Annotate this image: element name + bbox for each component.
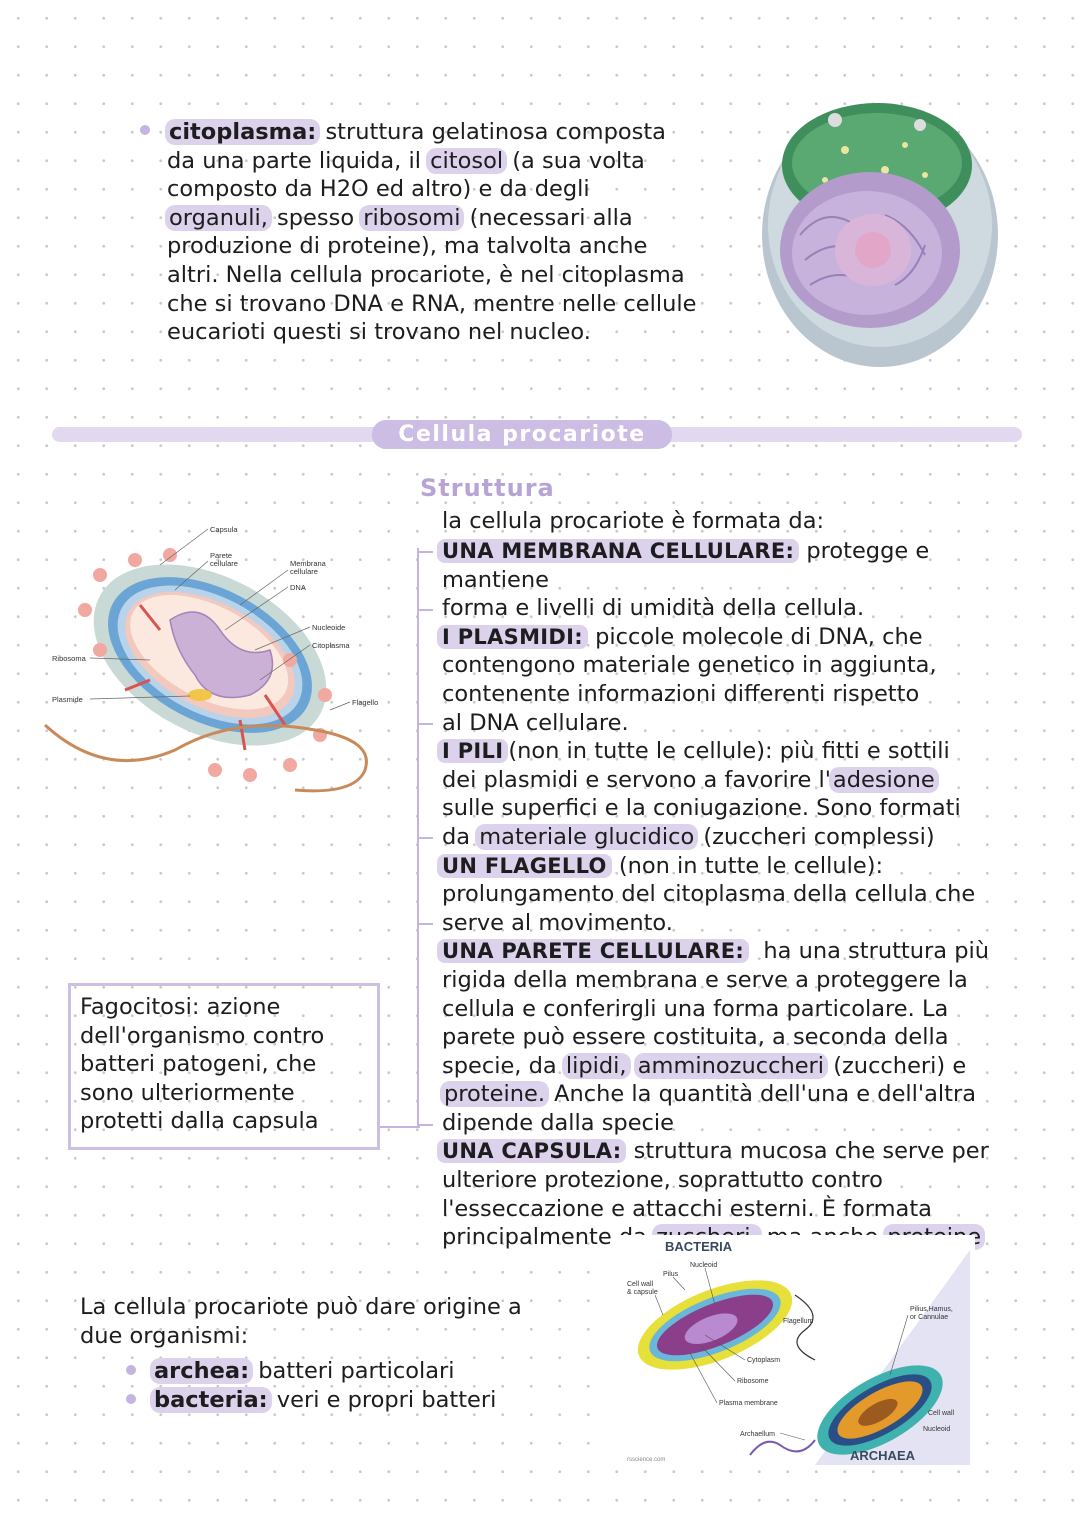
label-membrana-diagram: Membrana [290, 559, 327, 568]
label-pili: I PILI [437, 739, 509, 764]
svg-text:Cytoplasm: Cytoplasm [747, 1357, 780, 1364]
label-capsula-diagram: Capsula [210, 525, 238, 534]
svg-text:Flagellum: Flagellum [783, 1318, 814, 1325]
term-lipidi: lipidi, [561, 1052, 631, 1079]
label-plasmidi: I PLASMIDI: [437, 624, 588, 649]
term-archea: archea: [150, 1358, 254, 1384]
svg-text:cellulare: cellulare [290, 567, 318, 576]
svg-text:Plasma membrane: Plasma membrane [719, 1400, 778, 1407]
svg-text:Nucleoid: Nucleoid [923, 1426, 950, 1433]
label-parete: UNA PARETE CELLULARE: [437, 939, 750, 964]
label-parete-diagram: Parete [210, 551, 232, 560]
term-citoplasma: citoplasma: [165, 119, 321, 145]
label-flagello-diagram: Flagello [352, 698, 378, 707]
bacteria-archaea-figure: BACTERIA Nucleoid Pilus Cell wall & caps… [615, 1235, 975, 1470]
svg-text:Cell wall: Cell wall [627, 1281, 654, 1288]
bracket-tick [417, 923, 433, 925]
label-ribosoma-diagram: Ribosoma [52, 654, 87, 663]
origine-text: La cellula procariote può dare origine a… [80, 1294, 522, 1349]
svg-text:Archaellum: Archaellum [740, 1431, 775, 1438]
label-plasmide-diagram: Plasmide [52, 695, 83, 704]
citoplasma-paragraph: citoplasma: struttura gelatinosa compost… [165, 119, 697, 346]
bracket-tick [417, 837, 433, 839]
section-title: Cellula procariote [372, 420, 672, 449]
prokaryotic-cell-diagram: Capsula Parete cellulare Membrana cellul… [43, 525, 378, 793]
svg-text:& capsule: & capsule [627, 1289, 658, 1296]
label-bacteria-title: BACTERIA [665, 1239, 733, 1254]
bullet-archea [126, 1365, 136, 1375]
eukaryotic-cell-image [762, 103, 998, 367]
term-ribosomi: ribosomi [359, 204, 465, 231]
term-citosol: citosol [426, 147, 508, 174]
fagocitosi-text: Fagocitosi: azione dell'organismo contro… [80, 994, 325, 1135]
svg-text:Nucleoid: Nucleoid [690, 1262, 717, 1269]
bracket-tick [417, 1124, 433, 1126]
label-archaea-title: ARCHAEA [850, 1448, 916, 1463]
term-bacteria: bacteria: [150, 1386, 272, 1413]
label-nucleoide-diagram: Nucleoide [312, 623, 345, 632]
bullet-citoplasma [140, 125, 150, 135]
bracket-tick [417, 551, 433, 553]
fagocitosi-connector [380, 1126, 420, 1128]
struttura-list: UNA MEMBRANA CELLULARE: protegge e manti… [437, 537, 1042, 1252]
svg-text:cellulare: cellulare [210, 559, 238, 568]
svg-text:or Cannulae: or Cannulae [910, 1314, 948, 1321]
svg-text:Ribosome: Ribosome [737, 1378, 769, 1385]
term-materiale-glucidico: materiale glucidico [475, 823, 699, 850]
term-organuli: organuli, [165, 204, 272, 231]
label-dna-diagram: DNA [290, 583, 306, 592]
svg-text:Pilius,Hamus,: Pilius,Hamus, [910, 1306, 953, 1313]
bracket-tick [417, 723, 433, 725]
origine-list: archea: batteri particolari bacteria: ve… [150, 1357, 496, 1414]
bullet-bacteria [126, 1394, 136, 1404]
term-adesione: adesione [828, 766, 939, 793]
svg-text:Cell wall: Cell wall [928, 1410, 955, 1417]
term-proteine: proteine. [440, 1081, 549, 1108]
struttura-intro: la cellula procariote è formata da: [442, 508, 825, 534]
figure-source: rsscience.com [627, 1457, 665, 1463]
label-membrana: UNA MEMBRANA CELLULARE: [437, 539, 800, 563]
svg-text:Pilus: Pilus [663, 1271, 679, 1278]
fagocitosi-box [68, 983, 380, 1150]
bracket-tick [417, 609, 433, 611]
label-capsula: UNA CAPSULA: [437, 1139, 627, 1164]
label-flagello: UN FLAGELLO [437, 853, 612, 878]
struttura-heading: Struttura [420, 474, 555, 502]
label-citoplasma-diagram: Citoplasma [312, 641, 350, 650]
term-amminozuccheri: amminozuccheri [633, 1052, 829, 1079]
